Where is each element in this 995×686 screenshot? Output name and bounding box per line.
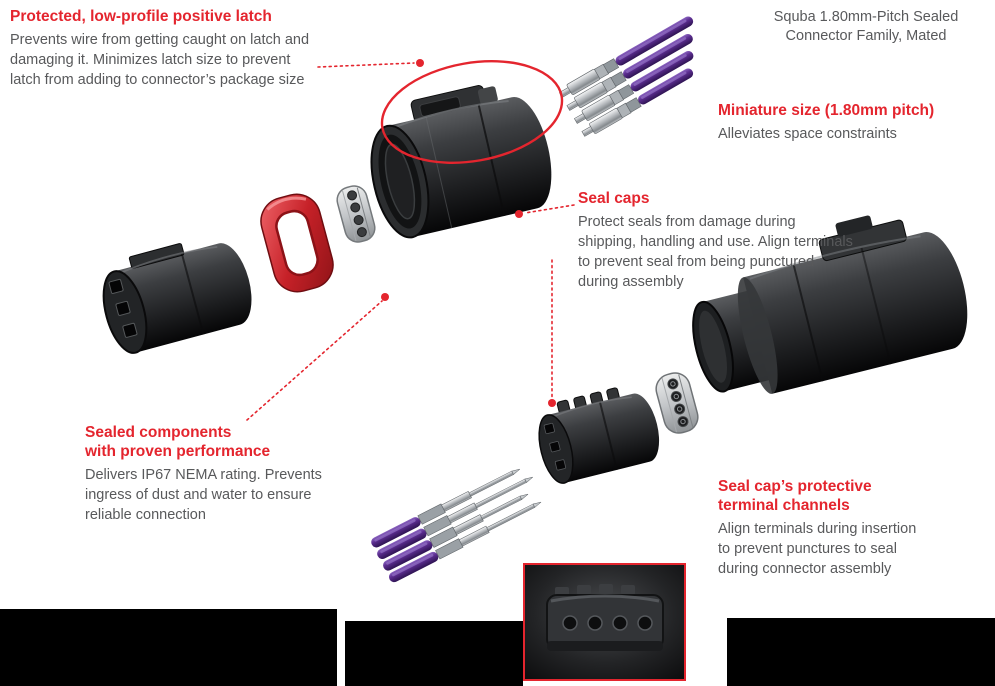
seal-cap-terminal-channels	[667, 378, 689, 428]
leader-sealed-components	[246, 300, 383, 421]
inset-connector-closeup	[546, 584, 664, 651]
terminal-wires-bottom	[371, 468, 542, 583]
callout-miniature-size: Miniature size (1.80mm pitch) Alleviates…	[718, 101, 978, 144]
callout-seal-caps-heading: Seal caps	[578, 190, 650, 207]
callout-miniature-size-heading: Miniature size (1.80mm pitch)	[718, 102, 935, 119]
black-bar-middle	[345, 621, 523, 686]
leader-seal-caps-upper	[524, 204, 575, 214]
leader-dot-sealed-components	[381, 293, 389, 301]
leader-dots	[381, 59, 556, 407]
radial-seal	[260, 193, 334, 293]
plug-terminal-holes	[108, 278, 138, 338]
terminal-wires-top	[558, 16, 694, 137]
latch-highlight-ellipse	[380, 60, 564, 164]
wire-seal	[336, 185, 376, 243]
inset-photo-image	[525, 565, 684, 679]
leader-dot-seal-caps-upper	[515, 210, 523, 218]
seal-cap	[655, 372, 699, 434]
callout-latch-heading: Protected, low-profile positive latch	[10, 8, 272, 25]
black-bar-left	[0, 609, 337, 686]
callout-seal-caps: Seal caps Protect seals from damage duri…	[578, 189, 888, 292]
leader-lines	[246, 62, 575, 421]
plug-connector	[102, 243, 252, 354]
leader-latch	[317, 62, 415, 68]
callout-latch: Protected, low-profile positive latch Pr…	[10, 7, 342, 90]
latched-receptacle-housing	[370, 85, 552, 239]
seal-cap-channel-bumps	[556, 387, 620, 415]
leader-dot-latch	[416, 59, 424, 67]
black-bar-right	[727, 618, 995, 686]
inset-photo-frame	[523, 563, 686, 681]
callout-miniature-size-body: Alleviates space constraints	[718, 126, 897, 142]
mated-connector-pair	[692, 215, 968, 394]
callout-latch-body: Prevents wire from getting caught on lat…	[10, 32, 310, 88]
plug-with-seal-cap	[538, 387, 660, 484]
leader-dot-seal-caps-lower	[548, 399, 556, 407]
